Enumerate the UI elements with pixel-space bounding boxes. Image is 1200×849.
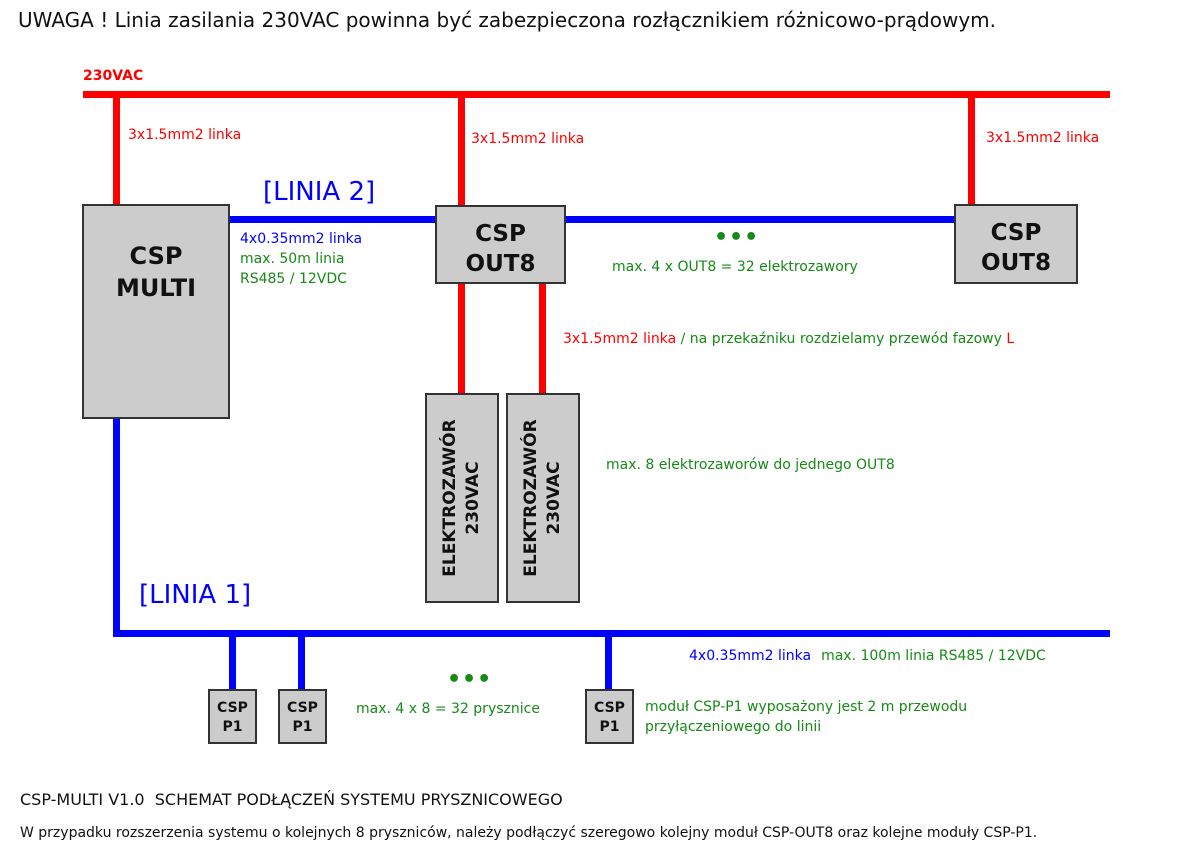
line2-title: [LINIA 2] [263,177,376,207]
line2-bus [228,216,958,223]
line2-cable-label: 4x0.35mm2 linka [240,231,363,247]
valve-feed-2 [539,284,546,394]
module-csp-out8-a: CSP OUT8 [435,205,566,284]
line1-bus [113,630,1110,637]
line1-spec-label: max. 100m linia RS485 / 12VDC [821,648,1046,664]
line1-cable-label: 4x0.35mm2 linka [689,648,812,664]
valve-1-line2: 230VAC [463,461,483,535]
module-csp-p1-1: CSP P1 [208,689,257,744]
module-csp-p1-2-line1: CSP [287,700,318,716]
line1-cable-note: 4x0.35mm2 linka max. 100m linia RS485 / 1… [689,648,1046,664]
line2-continuation-dots: ••• [714,225,760,250]
power-drop-label-multi: 3x1.5mm2 linka [128,127,242,143]
valve-feed-1 [458,284,465,394]
valve-1-line1: ELEKTROZAWÓR [440,419,460,577]
module-csp-p1-2-line2: P1 [292,719,313,735]
power-drop-label-out8-a: 3x1.5mm2 linka [471,131,585,147]
p1-drop-3 [605,637,612,689]
footer-title: CSP-MULTI V1.0 SCHEMAT PODŁĄCZEŃ SYSTEMU… [20,790,563,809]
module-csp-p1-3: CSP P1 [585,689,634,744]
power-drop-out8-a [458,91,465,205]
valve-2-line2: 230VAC [544,461,564,535]
p1-drop-2 [298,637,305,689]
power-drop-label-out8-b: 3x1.5mm2 linka [986,130,1100,146]
module-csp-out8-a-line1: CSP [475,221,526,247]
module-csp-multi-line2: MULTI [116,274,196,302]
line1-title: [LINIA 1] [139,580,252,610]
power-drop-multi [113,91,120,205]
module-csp-multi-line1: CSP [129,242,183,270]
module-csp-out8-a-line2: OUT8 [465,251,536,277]
line1-continuation-dots: ••• [447,667,493,692]
p1-cable-note-line2: przyłączeniowego do linii [645,719,822,735]
footer-note: W przypadku rozszerzenia systemu o kolej… [20,825,1038,841]
warning-text: UWAGA ! Linia zasilania 230VAC powinna b… [18,8,997,32]
valve-box-1: ELEKTROZAWÓR 230VAC [425,393,499,603]
valve-cable-note-red: 3x1.5mm2 linka [563,331,677,347]
p1-drop-1 [229,637,236,689]
power-drop-out8-b [968,91,975,205]
module-csp-out8-b: CSP OUT8 [954,204,1078,284]
valve-box-2: ELEKTROZAWÓR 230VAC [506,393,580,603]
power-line-label: 230VAC [83,68,144,84]
valve-cable-note: 3x1.5mm2 linka / na przekaźniku rozdziel… [563,331,1014,347]
line1-max-showers-note: max. 4 x 8 = 32 prysznice [356,701,540,717]
line1-riser [113,419,120,637]
valve-2-line1: ELEKTROZAWÓR [521,419,541,577]
p1-cable-note-line1: moduł CSP-P1 wyposażony jest 2 m przewod… [645,699,968,715]
module-csp-p1-2: CSP P1 [278,689,327,744]
line2-max-out8-note: max. 4 x OUT8 = 32 elektrozawory [612,259,858,275]
module-csp-p1-3-line2: P1 [599,719,620,735]
line2-length-label: max. 50m linia [240,251,345,267]
module-csp-p1-3-line1: CSP [594,700,625,716]
valve-cable-note-phase: L [1006,331,1015,347]
line2-signal-label: RS485 / 12VDC [240,271,347,287]
module-csp-out8-b-line1: CSP [990,220,1042,246]
module-csp-p1-1-line1: CSP [217,700,248,716]
power-line-230vac [83,91,1110,98]
module-csp-out8-b-line2: OUT8 [981,250,1051,276]
module-csp-multi: CSP MULTI [82,204,230,419]
valve-cable-note-text: / na przekaźniku rozdzielamy przewód faz… [676,331,1007,347]
valve-max-note: max. 8 elektrozaworów do jednego OUT8 [606,457,895,473]
module-csp-p1-1-line2: P1 [222,719,243,735]
